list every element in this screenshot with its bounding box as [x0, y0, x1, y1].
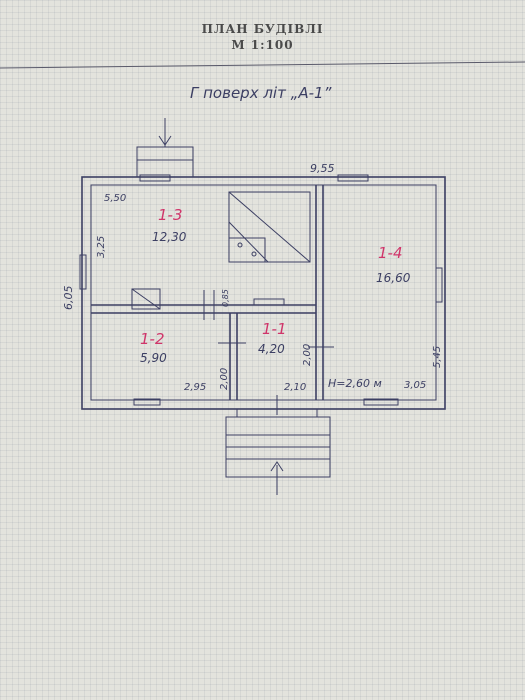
- dim-room12-height: 2,00: [219, 368, 230, 390]
- room-area: 4,20: [258, 342, 285, 356]
- dim-top-left-width: 5,50: [104, 193, 126, 204]
- dim-room11-width: 2,10: [284, 382, 306, 393]
- porch: [225, 408, 331, 495]
- dim-room12-width: 2,95: [184, 382, 206, 393]
- dim-left-inner-height: 3,25: [96, 236, 107, 258]
- top-entrance: [136, 118, 194, 178]
- header-rule: [0, 61, 525, 69]
- room-area: 5,90: [140, 351, 167, 365]
- inner-wall-outline: [90, 184, 437, 401]
- room-code: 1-1: [262, 320, 287, 338]
- stove: [131, 288, 161, 310]
- staircase: [228, 191, 311, 263]
- room-code: 1-2: [140, 330, 165, 348]
- floor-label: Г поверх літ „А-1”: [190, 84, 332, 102]
- dim-room11-height: 2,00: [302, 344, 313, 366]
- dim-right-height: 5,45: [432, 346, 443, 368]
- room-area: 12,30: [152, 230, 187, 244]
- room-area: 16,60: [376, 271, 411, 285]
- door-marks: [203, 290, 334, 415]
- plan-header: ПЛАН БУДІВЛІ М 1:100: [0, 22, 525, 52]
- dim-room14-width: 3,05: [404, 380, 426, 391]
- room-1-4: 1-4 16,60: [376, 244, 411, 285]
- room-code: 1-4: [378, 244, 403, 262]
- ceiling-height: Н=2,60 м: [328, 377, 382, 390]
- outer-wall: [81, 176, 446, 410]
- dim-total-width: 9,55: [310, 162, 335, 175]
- interior-walls: [91, 185, 324, 400]
- plan-scale: М 1:100: [231, 38, 294, 52]
- room-1-1: 1-1 4,20: [258, 320, 287, 356]
- room-code: 1-3: [158, 206, 183, 224]
- dim-left-height: 6,05: [62, 286, 75, 311]
- room-1-2: 1-2 5,90: [140, 330, 167, 365]
- windows: [79, 174, 443, 406]
- dim-small-gap: 0,85: [221, 289, 230, 307]
- room-1-3: 1-3 12,30: [152, 206, 187, 244]
- plan-title: ПЛАН БУДІВЛІ: [201, 22, 324, 36]
